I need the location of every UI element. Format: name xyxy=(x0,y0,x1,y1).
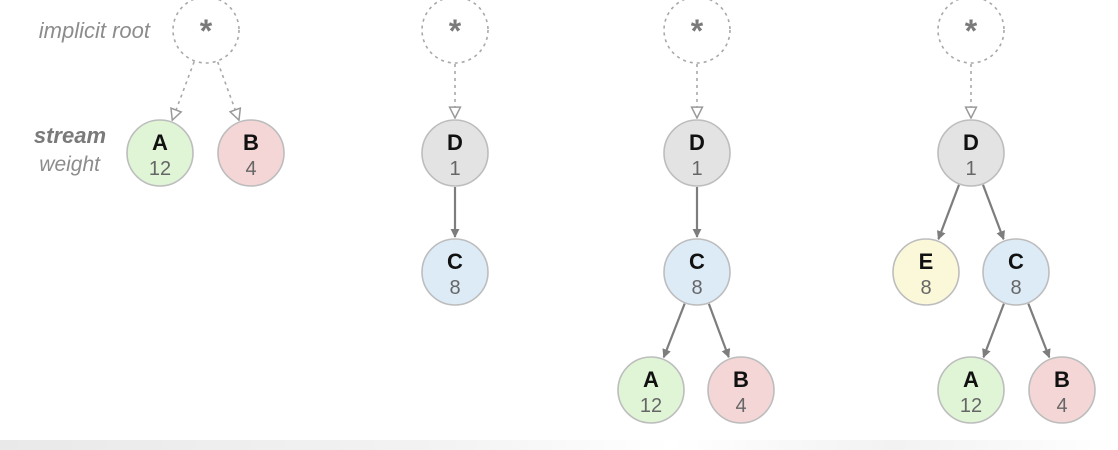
tree-3-stream-id-a: A xyxy=(643,367,659,392)
implicit-root-label: implicit root xyxy=(39,18,151,43)
tree-4-node-d: D1 xyxy=(937,119,1005,187)
tree-3-node-b: B4 xyxy=(707,356,775,424)
tree-4-root-circle xyxy=(937,0,1005,64)
tree-2-stream-weight-c: 8 xyxy=(449,277,460,299)
tree-1-stream-id-a: A xyxy=(152,130,168,155)
weight-legend-label: weight xyxy=(39,153,101,176)
tree-3-edge-c-a xyxy=(662,303,686,359)
tree-2-stream-id-d: D xyxy=(447,130,463,155)
tree-3-node-c: C8 xyxy=(663,238,731,306)
tree-4-stream-id-b: B xyxy=(1054,367,1070,392)
tree-2-root-asterisk: * xyxy=(449,13,462,49)
tree-4-edge-d-c xyxy=(981,184,1005,241)
tree-3-root-circle xyxy=(663,0,731,64)
tree-1-stream-weight-a: 12 xyxy=(149,158,171,180)
tree-4-stream-circle-d xyxy=(937,119,1005,187)
tree-2-root-circle xyxy=(421,0,489,64)
tree-4-edge-c-a xyxy=(982,303,1005,359)
tree-3-stream-id-c: C xyxy=(689,249,705,274)
tree-2-node-root: * xyxy=(421,0,489,64)
tree-3-edge-c-b xyxy=(707,303,731,359)
tree-1-edge-root-b xyxy=(216,61,239,120)
tree-1-stream-id-b: B xyxy=(243,130,259,155)
tree-1-node-root: * xyxy=(172,0,240,64)
tree-1-node-a: A 12 xyxy=(126,119,194,187)
tree-3-node-d: D1 xyxy=(663,119,731,187)
tree-2-stream-circle-d xyxy=(421,119,489,187)
tree-3-stream-weight-d: 1 xyxy=(691,158,702,180)
tree-2-node-d: D1 xyxy=(421,119,489,187)
tree-3-stream-circle-d xyxy=(663,119,731,187)
tree-2-stream-circle-c xyxy=(421,238,489,306)
tree-3-stream-circle-b xyxy=(707,356,775,424)
tree-4-stream-id-c: C xyxy=(1008,249,1024,274)
tree-4-stream-weight-b: 4 xyxy=(1056,395,1067,417)
tree-3-node-root: * xyxy=(663,0,731,64)
tree-4-stream-id-a: A xyxy=(963,367,979,392)
tree-4-stream-circle-c xyxy=(982,238,1050,306)
tree-4-stream-weight-e: 8 xyxy=(920,277,931,299)
tree-3-stream-weight-c: 8 xyxy=(691,277,702,299)
tree-4-stream-id-d: D xyxy=(963,130,979,155)
tree-3-root-asterisk: * xyxy=(691,13,704,49)
tree-4-stream-weight-a: 12 xyxy=(960,395,982,417)
tree-3-stream-circle-a xyxy=(617,356,685,424)
tree-1-stream-circle-a xyxy=(126,119,194,187)
tree-1-stream-circle-b xyxy=(217,119,285,187)
tree-4-stream-circle-a xyxy=(937,356,1005,424)
tree-2-stream-id-c: C xyxy=(447,249,463,274)
tree-1-stream-weight-b: 4 xyxy=(245,158,256,180)
tree-3-stream-weight-b: 4 xyxy=(735,395,746,417)
tree-4-root-asterisk: * xyxy=(965,13,978,49)
tree-4-node-e: E8 xyxy=(892,238,960,306)
tree-3-stream-id-d: D xyxy=(689,130,705,155)
tree-4-node-a: A 12 xyxy=(937,356,1005,424)
tree-1-root-asterisk: * xyxy=(200,13,213,49)
tree-1-root-circle xyxy=(172,0,240,64)
tree-4-node-root: * xyxy=(937,0,1005,64)
tree-2-stream-weight-d: 1 xyxy=(449,158,460,180)
tree-2-node-c: C8 xyxy=(421,238,489,306)
tree-4-edge-d-e xyxy=(937,184,961,241)
tree-1-edge-root-a xyxy=(172,61,195,120)
tree-3-stream-circle-c xyxy=(663,238,731,306)
tree-3-stream-id-b: B xyxy=(733,367,749,392)
tree-4-stream-circle-e xyxy=(892,238,960,306)
tree-4-node-b: B4 xyxy=(1028,356,1096,424)
tree-4-stream-id-e: E xyxy=(919,249,934,274)
tree-4-stream-weight-c: 8 xyxy=(1010,277,1021,299)
tree-3-stream-weight-a: 12 xyxy=(640,395,662,417)
tree-4-edge-c-b xyxy=(1027,303,1051,359)
tree-1-node-b: B4 xyxy=(217,119,285,187)
stream-legend-label: stream xyxy=(34,123,106,148)
tree-4-node-c: C8 xyxy=(982,238,1050,306)
edges-layer xyxy=(172,61,1051,359)
tree-3-node-a: A 12 xyxy=(617,356,685,424)
tree-4-stream-weight-d: 1 xyxy=(965,158,976,180)
bottom-fade-strip xyxy=(0,440,1118,450)
tree-4-stream-circle-b xyxy=(1028,356,1096,424)
